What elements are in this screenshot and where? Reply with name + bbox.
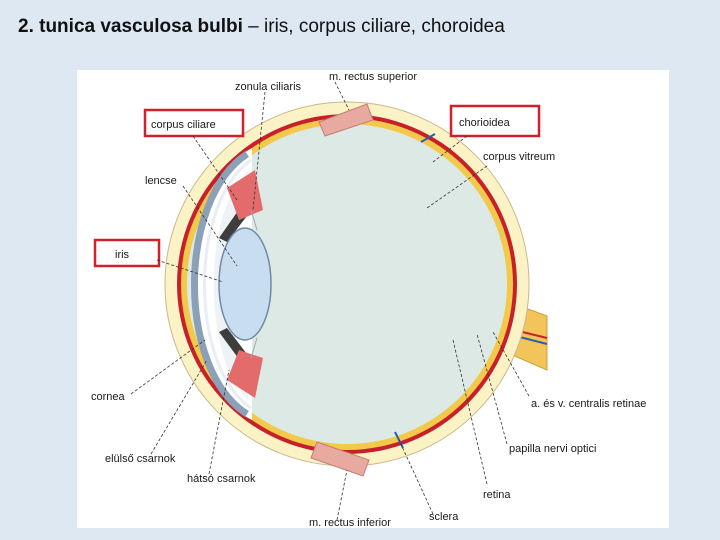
leader-corpus-ciliare: [192, 135, 238, 201]
label-sclera: sclera: [429, 511, 459, 523]
vitreous-body: [187, 124, 507, 444]
label-retina: retina: [483, 489, 511, 501]
leader-cornea: [130, 339, 206, 395]
leader-vitreum: [426, 165, 488, 209]
label-choroidea: chorioidea: [459, 117, 511, 129]
leader-iris: [156, 259, 224, 283]
cornea-inner: [203, 158, 252, 410]
leader-elulso: [150, 359, 208, 455]
eye-diagram: zonula ciliaris m. rectus superior corpu…: [77, 70, 669, 528]
leader-papilla: [476, 333, 508, 445]
leader-choroidea: [432, 135, 468, 163]
cornea: [191, 151, 249, 417]
label-hatso: hátsó csarnok: [187, 473, 256, 485]
highlight-corpus-ciliare: [143, 108, 245, 138]
label-lencse: lencse: [145, 175, 177, 187]
zonula-fiber: [250, 209, 258, 231]
highlight-choroidea: [449, 104, 541, 138]
label-rectus-superior: m. rectus superior: [329, 71, 417, 83]
highlight-iris: [93, 238, 161, 268]
leader-rectus-sup: [334, 81, 350, 111]
label-cornea: cornea: [91, 391, 126, 403]
leader-sclera: [398, 439, 434, 515]
label-corpus-ciliare: corpus ciliare: [151, 119, 216, 131]
label-papilla: papilla nervi optici: [509, 443, 596, 455]
rectus-superior-muscle: [318, 103, 374, 137]
anterior-chamber: [213, 170, 249, 400]
slide-title-bold: 2. tunica vasculosa bulbi: [18, 16, 243, 37]
label-centralis: a. és v. centralis retinae: [531, 398, 646, 410]
leader-hatso: [208, 369, 230, 475]
leader-lencse: [182, 185, 238, 267]
vessel-upper: [420, 133, 436, 143]
rectus-inferior-muscle: [310, 441, 370, 477]
slide-title: 2. tunica vasculosa bulbi – iris, corpus…: [18, 16, 505, 38]
label-corpus-vitreum: corpus vitreum: [483, 151, 555, 163]
zonula-fiber: [250, 337, 258, 359]
leader-centralis: [492, 331, 530, 397]
ciliary-body-lower: [227, 350, 263, 398]
lens: [218, 227, 272, 341]
ciliary-body-upper: [227, 170, 263, 220]
label-zonula: zonula ciliaris: [235, 81, 302, 93]
leader-rectus-inf: [336, 469, 348, 521]
label-rectus-inferior: m. rectus inferior: [309, 517, 391, 528]
slide-title-rest: – iris, corpus ciliare, choroidea: [242, 16, 505, 37]
eye-diagram-svg: zonula ciliaris m. rectus superior corpu…: [91, 71, 646, 528]
label-iris: iris: [115, 249, 130, 261]
label-elulso: elülső csarnok: [105, 453, 176, 465]
